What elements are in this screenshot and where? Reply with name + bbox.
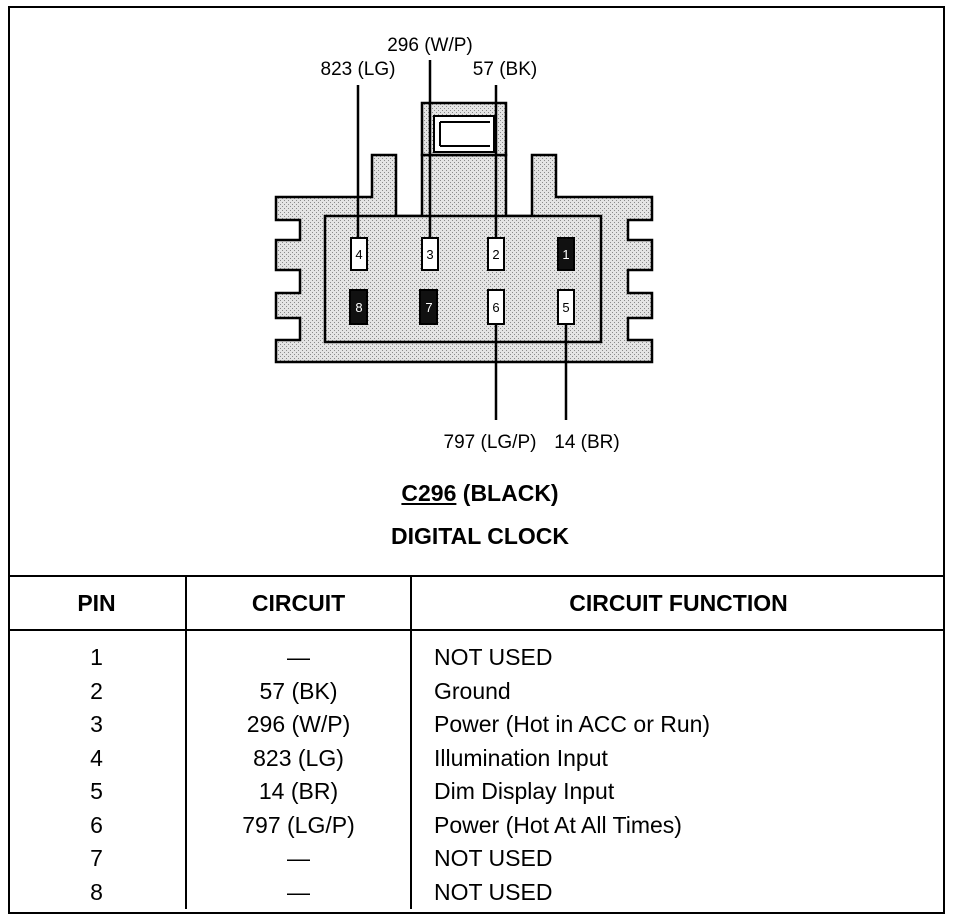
cell-circuit: 14 (BR) xyxy=(185,775,411,809)
locking-tab xyxy=(420,101,508,157)
cell-pin: 4 xyxy=(90,744,103,771)
table-row: 2 57 (BK) Ground xyxy=(8,674,945,708)
cell-function: NOT USED xyxy=(410,630,945,675)
component-name: DIGITAL CLOCK xyxy=(390,523,570,549)
diagram-frame xyxy=(8,6,945,914)
wire-label-14: 14 (BR) xyxy=(554,432,619,453)
pin-terminals: 4 3 2 1 8 7 6 5 xyxy=(349,237,575,325)
pin-2 xyxy=(487,237,505,271)
connector-id: C296 xyxy=(401,480,457,506)
cell-pin: 6 xyxy=(90,811,103,838)
cell-function: Illumination Input xyxy=(410,741,945,775)
connector-title: C296 (BLACK) xyxy=(0,480,960,507)
wire-label-296: 296 (W/P) xyxy=(387,35,473,56)
pin-1-label: 1 xyxy=(562,247,569,262)
cell-circuit: — xyxy=(185,630,411,675)
cell-circuit: — xyxy=(185,875,411,909)
pin-2-label: 2 xyxy=(492,247,499,262)
pin-6 xyxy=(487,289,505,325)
cell-pin: 7 xyxy=(90,845,103,872)
pin-table: PIN CIRCUIT CIRCUIT FUNCTION 1 — NOT USE… xyxy=(8,575,945,909)
cell-pin: 8 xyxy=(90,878,103,905)
pin-5 xyxy=(557,289,575,325)
pin-3 xyxy=(421,237,439,271)
table-row: 5 14 (BR) Dim Display Input xyxy=(8,775,945,809)
table-row: 3 296 (W/P) Power (Hot in ACC or Run) xyxy=(8,708,945,742)
pin-4 xyxy=(350,237,368,271)
table-row: 1 — NOT USED xyxy=(8,630,945,675)
cell-function: Power (Hot in ACC or Run) xyxy=(410,708,945,742)
cell-pin: 5 xyxy=(90,778,103,805)
cell-pin: 1 xyxy=(90,644,103,671)
cell-pin: 3 xyxy=(90,711,103,738)
cell-function: Power (Hot At All Times) xyxy=(410,808,945,842)
header-pin: PIN xyxy=(8,575,186,631)
table-header: PIN CIRCUIT CIRCUIT FUNCTION xyxy=(8,575,945,631)
pin-8 xyxy=(349,289,368,325)
connector-diagram: 4 3 2 1 8 7 6 5 823 (LG) 296 (W/P) 57 (B… xyxy=(274,35,654,453)
connector-cavity xyxy=(323,214,603,344)
table-row: 6 797 (LG/P) Power (Hot At All Times) xyxy=(8,808,945,842)
table-row: 8 — NOT USED xyxy=(8,875,945,909)
connector-color: (BLACK) xyxy=(462,480,559,506)
pin-8-label: 8 xyxy=(355,300,362,315)
pin-1 xyxy=(557,237,575,271)
wire-label-823: 823 (LG) xyxy=(321,59,396,80)
table-row: 4 823 (LG) Illumination Input xyxy=(8,741,945,775)
header-circuit-function: CIRCUIT FUNCTION xyxy=(410,575,945,631)
cell-circuit: 823 (LG) xyxy=(185,741,411,775)
cell-pin: 2 xyxy=(90,677,103,704)
cell-circuit: 57 (BK) xyxy=(185,674,411,708)
wire-leads xyxy=(356,60,568,420)
pin-5-label: 5 xyxy=(562,300,569,315)
wire-label-797: 797 (LG/P) xyxy=(444,432,537,453)
pin-7-label: 7 xyxy=(425,300,432,315)
cell-function: Dim Display Input xyxy=(410,775,945,809)
cell-circuit: 797 (LG/P) xyxy=(185,808,411,842)
cell-function: Ground xyxy=(410,674,945,708)
wire-label-57: 57 (BK) xyxy=(473,59,537,80)
cell-function: NOT USED xyxy=(410,875,945,909)
cell-circuit: — xyxy=(185,842,411,876)
pin-6-label: 6 xyxy=(492,300,499,315)
pin-4-label: 4 xyxy=(355,247,362,262)
cell-circuit: 296 (W/P) xyxy=(185,708,411,742)
pin-3-label: 3 xyxy=(426,247,433,262)
pin-7 xyxy=(419,289,438,325)
cell-function: NOT USED xyxy=(410,842,945,876)
table-row: 7 — NOT USED xyxy=(8,842,945,876)
header-circuit: CIRCUIT xyxy=(185,575,411,631)
